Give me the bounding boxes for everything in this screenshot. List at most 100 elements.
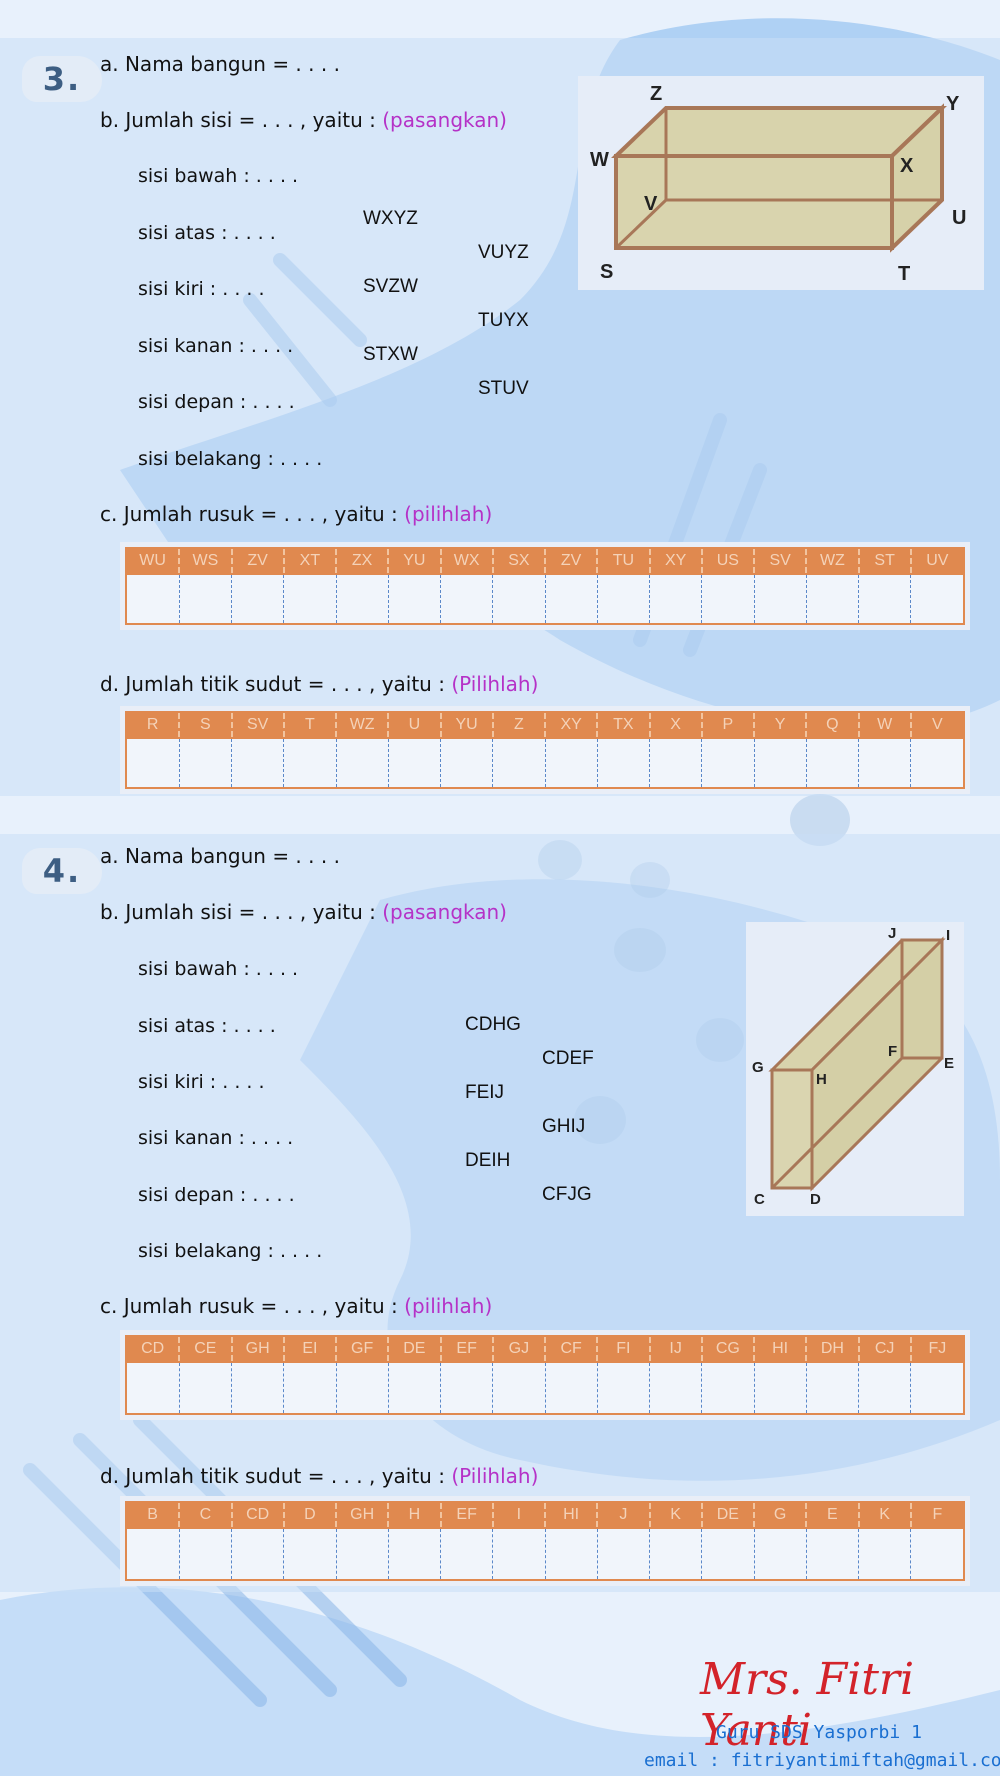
q3-sudut-answer-cell[interactable]	[649, 737, 703, 787]
q3-rusuk-header-cell: TU	[597, 549, 651, 574]
q4-rusuk-header-cell: CJ	[858, 1337, 912, 1362]
q3-rusuk-answer-cell[interactable]	[806, 573, 860, 623]
q4-sudut-answer-cell[interactable]	[388, 1527, 442, 1579]
q3-sudut-answer-cell[interactable]	[858, 737, 912, 787]
q4-sudut-answer-cell[interactable]	[754, 1527, 807, 1579]
q4-sudut-answer-cell[interactable]	[231, 1527, 285, 1579]
q3-sudut-header-cell: Z	[492, 713, 547, 738]
q4-option-cdef[interactable]: CDEF	[542, 1048, 594, 1069]
q4-sudut-answer-cell[interactable]	[858, 1527, 912, 1579]
q3-option-svzw[interactable]: SVZW	[363, 276, 418, 297]
q4-rusuk-answer-cell[interactable]	[440, 1361, 494, 1413]
q3-sudut-answer-cell[interactable]	[910, 737, 963, 787]
q3-option-stxw[interactable]: STXW	[363, 344, 418, 365]
q3-sudut-header-cell: P	[701, 713, 756, 738]
q4-rusuk-answer-cell[interactable]	[336, 1361, 389, 1413]
q4-rusuk-answer-cell[interactable]	[231, 1361, 285, 1413]
q4-rusuk-answer-cell[interactable]	[492, 1361, 546, 1413]
q4-sudut-answer-cell[interactable]	[545, 1527, 598, 1579]
q4-vertex-g: G	[752, 1059, 764, 1076]
q3-sudut-answer-cell[interactable]	[231, 737, 285, 787]
q4-rusuk-answer-cell[interactable]	[597, 1361, 651, 1413]
q3-pilihlah-hint-rusuk: (pilihlah)	[404, 502, 493, 526]
q4-rusuk-answer-cell[interactable]	[806, 1361, 860, 1413]
q4-rusuk-answer-cell[interactable]	[754, 1361, 807, 1413]
q3-rusuk-answer-cell[interactable]	[649, 573, 703, 623]
q3-cuboid-figure: Z Y W X V U S T	[578, 76, 984, 290]
q4-sudut-answer-cell[interactable]	[649, 1527, 703, 1579]
q3-sudut-answer-cell[interactable]	[754, 737, 807, 787]
q3-option-stuv[interactable]: STUV	[478, 378, 529, 399]
q4-rusuk-answer-cell[interactable]	[127, 1361, 180, 1413]
q4-sudut-header-cell: F	[910, 1503, 963, 1528]
q3-sudut-answer-cell[interactable]	[806, 737, 860, 787]
q4-rusuk-answer-cell[interactable]	[283, 1361, 337, 1413]
q4-sudut-answer-cell[interactable]	[701, 1527, 755, 1579]
q4-option-deih[interactable]: DEIH	[465, 1150, 511, 1171]
q4-sudut-answer-cell[interactable]	[440, 1527, 494, 1579]
q4-sudut-answer-cell[interactable]	[283, 1527, 337, 1579]
q3-rusuk-answer-cell[interactable]	[910, 573, 963, 623]
q4-rusuk-answer-cell[interactable]	[910, 1361, 963, 1413]
q4-rusuk-answer-cell[interactable]	[858, 1361, 912, 1413]
q4-jumlah-rusuk-text: c. Jumlah rusuk = . . . , yaitu :	[100, 1294, 405, 1318]
q4-rusuk-header-cell: DH	[806, 1337, 860, 1362]
q3-option-vuyz[interactable]: VUYZ	[478, 242, 529, 263]
q4-sudut-header-cell: B	[127, 1503, 181, 1528]
q3-sudut-answer-cell[interactable]	[336, 737, 389, 787]
q3-rusuk-answer-cell[interactable]	[597, 573, 651, 623]
q3-rusuk-answer-cell[interactable]	[231, 573, 285, 623]
q3-sudut-answer-cell[interactable]	[283, 737, 337, 787]
q3-rusuk-answer-cell[interactable]	[336, 573, 389, 623]
q3-rusuk-answer-cell[interactable]	[492, 573, 546, 623]
q4-sudut-answer-cell[interactable]	[127, 1527, 180, 1579]
q3-rusuk-answer-cell[interactable]	[283, 573, 337, 623]
q4-sudut-answer-cell[interactable]	[806, 1527, 860, 1579]
q3-sudut-answer-cell[interactable]	[440, 737, 494, 787]
q3-option-tuyx[interactable]: TUYX	[478, 310, 529, 331]
q4-option-feij[interactable]: FEIJ	[465, 1082, 505, 1103]
q4-rusuk-answer-cell[interactable]	[388, 1361, 442, 1413]
q3-nama-bangun: a. Nama bangun = . . . .	[100, 52, 340, 76]
q4-sudut-answer-cell[interactable]	[492, 1527, 546, 1579]
q4-sudut-answer-cell[interactable]	[597, 1527, 651, 1579]
q4-option-ghij[interactable]: GHIJ	[542, 1116, 586, 1137]
q4-sudut-answer-cell[interactable]	[336, 1527, 389, 1579]
q4-rusuk-header-cell: FJ	[910, 1337, 963, 1362]
q4-vertex-f: F	[888, 1043, 897, 1060]
q4-sudut-header-cell: K	[858, 1503, 912, 1528]
q4-sudut-answer-cell[interactable]	[179, 1527, 233, 1579]
q3-sudut-answer-cell[interactable]	[701, 737, 755, 787]
q4-rusuk-answer-cell[interactable]	[649, 1361, 703, 1413]
q4-sudut-header-cell: HI	[545, 1503, 599, 1528]
q3-rusuk-answer-cell[interactable]	[754, 573, 807, 623]
q3-vertex-w: W	[590, 149, 609, 171]
q3-jumlah-sisi: b. Jumlah sisi = . . . , yaitu : (pasang…	[100, 108, 507, 132]
q3-sudut-answer-cell[interactable]	[388, 737, 442, 787]
q3-rusuk-answer-cell[interactable]	[440, 573, 494, 623]
q3-option-wxyz[interactable]: WXYZ	[363, 208, 418, 229]
q3-rusuk-answer-cell[interactable]	[127, 573, 180, 623]
q4-rusuk-answer-cell[interactable]	[545, 1361, 598, 1413]
q4-rusuk-header-cell: FI	[597, 1337, 651, 1362]
q3-sisi-depan: sisi depan : . . . .	[138, 391, 295, 413]
q3-rusuk-answer-cell[interactable]	[701, 573, 755, 623]
q3-sudut-answer-cell[interactable]	[492, 737, 546, 787]
q3-vertex-s: S	[600, 261, 613, 283]
q4-sudut-answer-cell[interactable]	[910, 1527, 963, 1579]
q4-option-cfjg[interactable]: CFJG	[542, 1184, 592, 1205]
q4-option-cdhg[interactable]: CDHG	[465, 1014, 521, 1035]
q3-rusuk-answer-cell[interactable]	[388, 573, 442, 623]
q4-rusuk-answer-cell[interactable]	[701, 1361, 755, 1413]
q3-sudut-answer-cell[interactable]	[179, 737, 233, 787]
q3-rusuk-answer-cell[interactable]	[858, 573, 912, 623]
q3-rusuk-answer-cell[interactable]	[179, 573, 233, 623]
q3-sudut-answer-cell[interactable]	[127, 737, 180, 787]
q3-sudut-answer-cell[interactable]	[545, 737, 598, 787]
q4-rusuk-answer-cell[interactable]	[179, 1361, 233, 1413]
q4-sudut-header-cell: C	[179, 1503, 233, 1528]
q4-jumlah-sisi-text: b. Jumlah sisi = . . . , yaitu :	[100, 900, 383, 924]
q3-sudut-answer-cell[interactable]	[597, 737, 651, 787]
q3-sudut-header-cell: WZ	[336, 713, 390, 738]
q3-rusuk-answer-cell[interactable]	[545, 573, 598, 623]
